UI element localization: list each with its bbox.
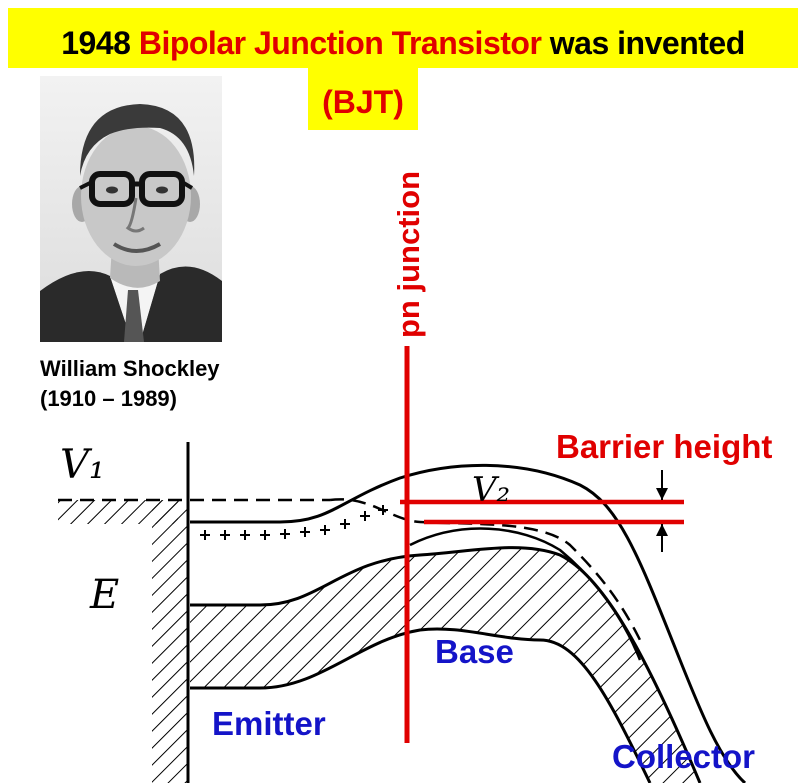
pn-junction-label: pn junction bbox=[391, 170, 426, 338]
valence-band-bottom bbox=[190, 627, 652, 783]
portrait-photo bbox=[40, 76, 222, 342]
title-banner: 1948 Bipolar Junction Transistor was inv… bbox=[8, 8, 798, 68]
label-v2: V₂ bbox=[472, 470, 511, 510]
portrait-illustration bbox=[40, 76, 222, 342]
page-title: 1948 Bipolar Junction Transistor was inv… bbox=[8, 23, 798, 63]
subtitle-banner: (BJT) bbox=[308, 68, 418, 130]
carrier-marks bbox=[200, 505, 388, 540]
page-subtitle: (BJT) bbox=[322, 84, 404, 120]
barrier-height-label: Barrier height bbox=[556, 428, 773, 465]
conduction-band-curve bbox=[190, 463, 747, 783]
collector-label: Collector bbox=[612, 738, 756, 775]
inner-band-curve bbox=[409, 527, 642, 661]
title-rest: was invented bbox=[549, 25, 745, 61]
left-ground-hatching bbox=[58, 500, 178, 524]
label-v1: V₁ bbox=[60, 442, 105, 488]
photo-caption-name: William Shockley bbox=[40, 356, 220, 381]
photo-caption-years: (1910 – 1989) bbox=[40, 386, 177, 411]
title-year: 1948 bbox=[61, 25, 131, 61]
base-label: Base bbox=[435, 633, 514, 670]
valence-band-hatching bbox=[190, 547, 700, 783]
title-highlight: Bipolar Junction Transistor bbox=[138, 25, 542, 61]
emitter-wall-hatching bbox=[152, 500, 188, 783]
emitter-label: Emitter bbox=[212, 705, 326, 742]
label-e: E bbox=[90, 572, 120, 618]
